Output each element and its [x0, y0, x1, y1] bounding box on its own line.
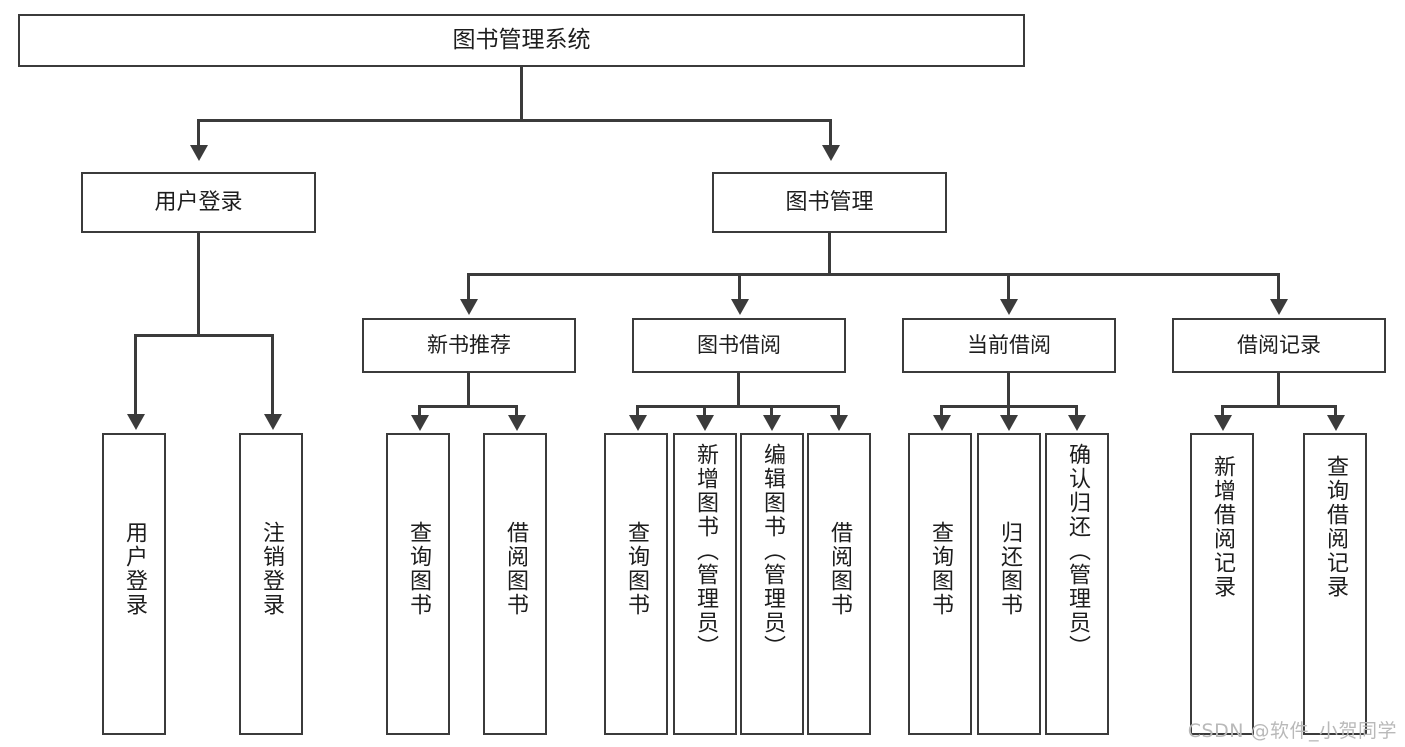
node-label: 借阅记录	[1237, 333, 1321, 358]
node-new-book-recommend[interactable]: 新书推荐	[362, 318, 576, 373]
arrowhead-newbook-leaf1	[411, 415, 429, 431]
node-label: 用户登录	[122, 521, 147, 617]
connector-login-to-leaf1	[134, 334, 137, 416]
leaf-record-add-record[interactable]: 新增借阅记录	[1190, 433, 1254, 735]
arrowhead-bookmgmt-record	[1270, 299, 1288, 315]
node-label: 用户登录	[154, 189, 243, 215]
connector-root-bus	[198, 119, 832, 122]
leaf-newbook-borrow-book[interactable]: 借阅图书	[483, 433, 547, 735]
connector-root-to-bookmgmt	[829, 119, 832, 147]
node-label: 编辑图书（管理员）	[760, 443, 785, 659]
connector-borrow-bus	[637, 405, 839, 408]
leaf-record-query-record[interactable]: 查询借阅记录	[1303, 433, 1367, 735]
connector-borrow-stem	[737, 373, 740, 407]
arrowhead-current-leaf1	[933, 415, 951, 431]
node-label: 查询图书	[928, 521, 953, 617]
node-label: 图书借阅	[697, 333, 781, 358]
arrowhead-record-leaf2	[1327, 415, 1345, 431]
arrowhead-bookmgmt-current	[1000, 299, 1018, 315]
connector-bookmgmt-to-current	[1007, 273, 1010, 301]
leaf-borrow-edit-book-admin[interactable]: 编辑图书（管理员）	[740, 433, 804, 735]
node-label: 查询图书	[406, 521, 431, 617]
arrowhead-root-to-login	[190, 145, 208, 161]
connector-borrow-to-leaf4	[837, 405, 840, 417]
node-label: 借阅图书	[827, 521, 852, 617]
arrowhead-current-leaf3	[1068, 415, 1086, 431]
node-label: 查询图书	[624, 521, 649, 617]
node-label: 新书推荐	[427, 333, 511, 358]
connector-login-bus	[135, 334, 273, 337]
node-label: 图书管理系统	[452, 27, 591, 54]
arrowhead-borrow-leaf2	[696, 415, 714, 431]
arrowhead-root-to-bookmgmt	[822, 145, 840, 161]
node-label: 确认归还（管理员）	[1065, 443, 1090, 659]
leaf-newbook-query-book[interactable]: 查询图书	[386, 433, 450, 735]
watermark-text: CSDN @软件_小贺同学	[1187, 720, 1397, 742]
arrowhead-current-leaf2	[1000, 415, 1018, 431]
connector-newbook-bus	[419, 405, 517, 408]
connector-borrow-to-leaf2	[703, 405, 706, 417]
arrowhead-login-leaf2	[264, 414, 282, 430]
node-label: 新增借阅记录	[1210, 455, 1235, 599]
node-label: 借阅图书	[503, 521, 528, 617]
node-label: 新增图书（管理员）	[693, 443, 718, 659]
connector-current-stem	[1007, 373, 1010, 407]
connector-current-to-leaf2	[1007, 405, 1010, 417]
connector-login-to-leaf2	[271, 334, 274, 416]
connector-record-to-leaf1	[1221, 405, 1224, 417]
arrowhead-bookmgmt-newbook	[460, 299, 478, 315]
arrowhead-borrow-leaf4	[830, 415, 848, 431]
connector-bookmgmt-to-record	[1277, 273, 1280, 301]
leaf-logout[interactable]: 注销登录	[239, 433, 303, 735]
leaf-borrow-add-book-admin[interactable]: 新增图书（管理员）	[673, 433, 737, 735]
connector-login-stem	[197, 233, 200, 336]
connector-current-to-leaf3	[1075, 405, 1078, 417]
connector-bookmgmt-bus	[468, 273, 1280, 276]
leaf-borrow-borrow-book[interactable]: 借阅图书	[807, 433, 871, 735]
connector-newbook-to-leaf2	[515, 405, 518, 417]
arrowhead-bookmgmt-borrow	[731, 299, 749, 315]
connector-root-to-login	[197, 119, 200, 147]
connector-borrow-to-leaf1	[636, 405, 639, 417]
connector-bookmgmt-stem	[828, 233, 831, 275]
connector-record-to-leaf2	[1334, 405, 1337, 417]
connector-root-stem	[520, 67, 523, 121]
arrowhead-newbook-leaf2	[508, 415, 526, 431]
connector-bookmgmt-to-borrow	[738, 273, 741, 301]
arrowhead-record-leaf1	[1214, 415, 1232, 431]
node-root-system[interactable]: 图书管理系统	[18, 14, 1025, 67]
connector-record-bus	[1222, 405, 1336, 408]
arrowhead-borrow-leaf1	[629, 415, 647, 431]
node-label: 查询借阅记录	[1323, 455, 1348, 599]
connector-bookmgmt-to-newbook	[467, 273, 470, 301]
node-label: 归还图书	[997, 521, 1022, 617]
leaf-user-login[interactable]: 用户登录	[102, 433, 166, 735]
node-book-management[interactable]: 图书管理	[712, 172, 947, 233]
connector-newbook-to-leaf1	[418, 405, 421, 417]
node-label: 注销登录	[259, 521, 284, 617]
arrowhead-login-leaf1	[127, 414, 145, 430]
leaf-current-confirm-return-admin[interactable]: 确认归还（管理员）	[1045, 433, 1109, 735]
leaf-borrow-query-book[interactable]: 查询图书	[604, 433, 668, 735]
leaf-current-query-book[interactable]: 查询图书	[908, 433, 972, 735]
node-borrow-record[interactable]: 借阅记录	[1172, 318, 1386, 373]
node-current-borrow[interactable]: 当前借阅	[902, 318, 1116, 373]
node-user-login[interactable]: 用户登录	[81, 172, 316, 233]
leaf-current-return-book[interactable]: 归还图书	[977, 433, 1041, 735]
connector-newbook-stem	[467, 373, 470, 407]
connector-record-stem	[1277, 373, 1280, 407]
node-label: 当前借阅	[967, 333, 1051, 358]
node-book-borrow[interactable]: 图书借阅	[632, 318, 846, 373]
node-label: 图书管理	[785, 189, 874, 215]
connector-current-to-leaf1	[940, 405, 943, 417]
arrowhead-borrow-leaf3	[763, 415, 781, 431]
connector-borrow-to-leaf3	[770, 405, 773, 417]
